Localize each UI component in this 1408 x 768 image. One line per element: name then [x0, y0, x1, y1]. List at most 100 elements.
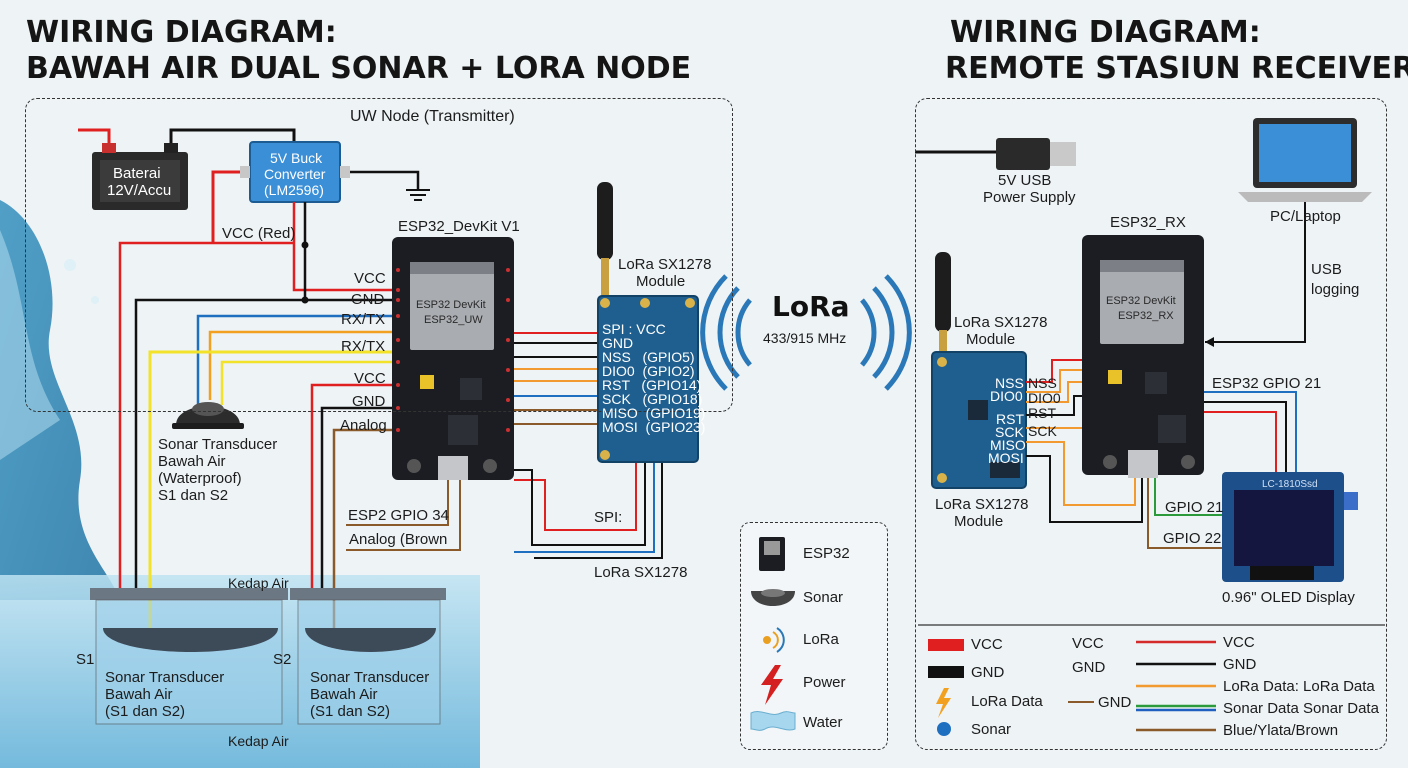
- esp32-tx-chip-2: ESP32_UW: [424, 314, 483, 326]
- usb-label-1: 5V USB: [998, 172, 1052, 189]
- esp32-tx-pin-analog: Analog: [340, 417, 387, 434]
- oled-label: 0.96" OLED Display: [1222, 589, 1355, 606]
- lora-rx-pin-mosi: MOSI: [988, 450, 1024, 466]
- laptop-icon: [1238, 118, 1372, 202]
- water-icon: [750, 711, 796, 731]
- buck-label-3: (LM2596): [264, 182, 324, 198]
- lora-tx-pin-1: SPI : VCC: [602, 321, 666, 337]
- esp32-tx-title: ESP32_DevKit V1: [398, 218, 520, 235]
- tank2-label-3: (S1 dan S2): [310, 703, 391, 720]
- power-icon: [761, 665, 783, 705]
- legend-r-vcc: VCC: [971, 636, 1003, 653]
- esp32-icon: [759, 537, 785, 571]
- reef-back: [0, 230, 60, 460]
- legend-r3-gnd: GND: [1223, 656, 1257, 673]
- right-legend: VCC GND LoRa Data Sonar VCC GND GND VCC …: [918, 630, 1385, 745]
- pc-label: PC/Laptop: [1270, 208, 1341, 225]
- right-title-line1: WIRING DIAGRAM:: [950, 15, 1261, 50]
- esp32-tx-pin-vcc: VCC: [354, 270, 386, 287]
- legend-esp32-label: ESP32: [803, 545, 850, 562]
- lora-tx-title-2: Module: [636, 273, 686, 290]
- battery-label-2: 12V/Accu: [107, 182, 172, 199]
- sonar-icon: [751, 589, 795, 606]
- battery-label-1: Baterai: [113, 165, 161, 182]
- tank1-label-2: Bawah Air: [105, 686, 173, 703]
- legend-r2-gnd: GND: [1072, 659, 1106, 676]
- sonar-label-2: Bawah Air: [158, 453, 226, 470]
- gpio21-label: GPIO 21: [1165, 499, 1224, 516]
- lora-tx-pin-8: MOSI (GPIO23): [602, 419, 706, 435]
- spi-label: SPI:: [594, 509, 623, 526]
- oled-display-icon: [1222, 472, 1358, 582]
- left-title-line1: WIRING DIAGRAM:: [26, 15, 337, 50]
- left-legend: ESP32 Sonar LoRa Power Water: [740, 522, 888, 750]
- usb-label-2: Power Supply: [983, 189, 1076, 206]
- lora-rx-pin-sck: SCK: [995, 424, 1024, 440]
- legend-r3-brown: Blue/Ylata/Brown: [1223, 722, 1339, 739]
- legend-sonar-label: Sonar: [803, 589, 844, 606]
- tank1-label-3: (S1 dan S2): [105, 703, 186, 720]
- lora-signal-icon: [700, 274, 912, 391]
- lora-rx-top-1: LoRa SX1278: [954, 314, 1048, 331]
- legend-r-gnd: GND: [971, 664, 1005, 681]
- esp32-tx-pin-vcc-2: VCC: [354, 370, 386, 387]
- lora-tx-pin-5: RST (GPIO14): [602, 377, 702, 393]
- s1-label: S1: [76, 651, 95, 668]
- legend-r-lora: LoRa Data: [971, 693, 1043, 710]
- esp32-tx-pin-gnd: GND: [351, 291, 385, 308]
- sonar-label-1: Sonar Transducer: [158, 436, 278, 453]
- buck-label-1: 5V Buck: [270, 150, 323, 166]
- esp-rx-pin-sck: SCK: [1028, 423, 1057, 439]
- transmitter-frame-label: UW Node (Transmitter): [350, 108, 515, 125]
- esp32-tx-chip-1: ESP32 DevKit: [416, 299, 486, 311]
- lora-rx-pin-dio0: DIO0: [990, 388, 1023, 404]
- legend-lora-label: LoRa: [803, 631, 839, 648]
- vcc-red-label: VCC (Red): [222, 225, 296, 242]
- kedap-air-top: Kedap Air: [228, 575, 289, 591]
- tank2-label-1: Sonar Transducer: [310, 669, 430, 686]
- lora-icon: [763, 627, 785, 653]
- lora-tx-pin-2: GND: [602, 335, 634, 351]
- gpio22-label: GPIO 22: [1163, 530, 1222, 547]
- sonar-label-4: S1 dan S2: [158, 487, 229, 504]
- lora-tx-board: [597, 295, 699, 463]
- esp-rx-pin-dio0: DIO0: [1028, 390, 1061, 406]
- legend-r3-vcc: VCC: [1223, 634, 1255, 651]
- buck-converter-icon: [240, 141, 350, 203]
- esp32-tx-pin-rxtx-1: RX/TX: [341, 311, 386, 328]
- tank1-label-1: Sonar Transducer: [105, 669, 225, 686]
- esp32-rx-title: ESP32_RX: [1110, 214, 1186, 231]
- lora-tx-title-1: LoRa SX1278: [618, 256, 712, 273]
- esp32-tx-board: [392, 237, 514, 480]
- lora-tx-pin-4: DIO0 (GPIO2): [602, 363, 695, 379]
- tank-s2: [290, 588, 446, 725]
- lora-tx-pin-3: NSS (GPIO5): [602, 349, 695, 365]
- tank-s1: [90, 588, 288, 725]
- esp32-tx-pin-rxtx-2: RX/TX: [341, 338, 386, 355]
- buck-label-2: Converter: [264, 166, 326, 182]
- legend-r3-lora: LoRa Data: LoRa Data: [1223, 678, 1375, 695]
- lora-rx-pin-rst: RST: [996, 411, 1024, 427]
- legend-r2-vcc: VCC: [1072, 635, 1104, 652]
- legend-r3-sonar: Sonar Data Sonar Data: [1223, 700, 1379, 717]
- lora-sx-label: LoRa SX1278: [594, 564, 688, 581]
- lora-signal-name: LoRa: [772, 290, 850, 323]
- lora-tx-pin-7: MISO (GPIO19): [602, 405, 706, 421]
- lora-rx-bottom-2: Module: [954, 513, 1004, 530]
- usb-log-2: logging: [1311, 281, 1360, 298]
- lora-rx-board: [931, 351, 1027, 489]
- gpio34-label: ESP2 GPIO 34: [348, 507, 449, 524]
- s2-label: S2: [273, 651, 292, 668]
- legend-water-label: Water: [803, 714, 843, 731]
- esp-rx-pin-rst: RST: [1028, 405, 1056, 421]
- gpio21-top-label: ESP32 GPIO 21: [1212, 375, 1322, 392]
- battery-icon: [92, 143, 188, 210]
- esp32-tx-pin-gnd-2: GND: [352, 393, 386, 410]
- usb-log-1: USB: [1311, 261, 1342, 278]
- lora-rx-top-2: Module: [966, 331, 1016, 348]
- kedap-air-bottom: Kedap Air: [228, 733, 289, 749]
- analog-brown-label: Analog (Brown: [349, 531, 448, 548]
- lora-tx-antenna: [597, 182, 613, 296]
